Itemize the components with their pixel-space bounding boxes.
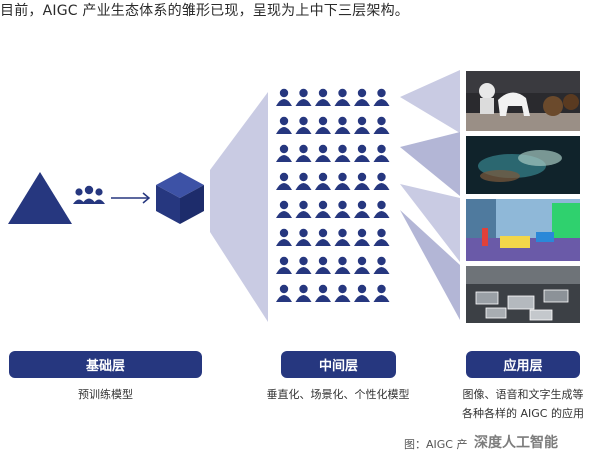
person-icon	[354, 88, 370, 106]
person-icon	[315, 88, 331, 106]
person-icon	[373, 256, 390, 274]
person-icon	[354, 256, 370, 274]
person-icon	[373, 284, 390, 302]
person-icon	[354, 200, 370, 218]
application-layer-badge: 应用层	[466, 351, 580, 378]
scene-segmentation-thumbnail	[466, 199, 580, 261]
watermark-text: 深度人工智能	[474, 435, 558, 451]
person-icon	[276, 200, 292, 218]
middle-layer-people-grid	[276, 88, 390, 302]
person-icon	[295, 228, 312, 246]
pretrained-model-triangle	[8, 172, 72, 224]
person-icon	[373, 144, 390, 162]
person-icon	[295, 116, 312, 134]
person-icon	[334, 228, 351, 246]
person-icon	[276, 228, 292, 246]
person-icon	[295, 200, 312, 218]
foundation-layer-caption: 预训练模型	[78, 388, 133, 401]
person-icon	[373, 200, 390, 218]
person-icon	[373, 116, 390, 134]
person-icon	[295, 256, 312, 274]
cube-icon	[156, 172, 204, 224]
people-group-icon	[73, 185, 105, 204]
image-generation-thumbnail	[466, 71, 580, 131]
person-icon	[315, 172, 331, 190]
person-icon	[315, 144, 331, 162]
person-icon	[354, 228, 370, 246]
person-icon	[295, 284, 312, 302]
application-layer-caption-line1: 图像、语音和文字生成等	[462, 388, 584, 401]
person-icon	[276, 116, 292, 134]
person-icon	[354, 284, 370, 302]
person-icon	[315, 228, 331, 246]
person-icon	[354, 172, 370, 190]
middle-layer-caption: 垂直化、场景化、个性化模型	[266, 388, 410, 401]
video-generation-thumbnail	[466, 136, 580, 194]
traffic-detection-thumbnail	[466, 266, 580, 323]
person-icon	[334, 172, 351, 190]
person-icon	[315, 284, 331, 302]
middle-layer-badge: 中间层	[281, 351, 396, 378]
person-icon	[334, 116, 351, 134]
person-icon	[276, 88, 292, 106]
person-icon	[276, 256, 292, 274]
person-icon	[373, 88, 390, 106]
person-icon	[295, 172, 312, 190]
right-arrow-icon	[111, 192, 151, 204]
fan-connectors	[400, 70, 460, 320]
person-icon	[315, 116, 331, 134]
expansion-funnel	[210, 92, 268, 322]
page-headline: 目前，AIGC 产业生态体系的雏形已现，呈现为上中下三层架构。	[0, 3, 409, 19]
person-icon	[315, 200, 331, 218]
person-icon	[276, 172, 292, 190]
application-layer-caption-line2: 各种各样的 AIGC 的应用	[462, 407, 584, 420]
person-icon	[315, 256, 331, 274]
person-icon	[334, 88, 351, 106]
person-icon	[354, 116, 370, 134]
figure-caption: 图：AIGC 产	[404, 438, 468, 451]
person-icon	[373, 172, 390, 190]
person-icon	[334, 144, 351, 162]
person-icon	[276, 284, 292, 302]
foundation-layer-badge: 基础层	[9, 351, 202, 378]
person-icon	[276, 144, 292, 162]
person-icon	[334, 256, 351, 274]
person-icon	[295, 88, 312, 106]
person-icon	[334, 284, 351, 302]
person-icon	[295, 144, 312, 162]
person-icon	[334, 200, 351, 218]
person-icon	[354, 144, 370, 162]
person-icon	[373, 228, 390, 246]
